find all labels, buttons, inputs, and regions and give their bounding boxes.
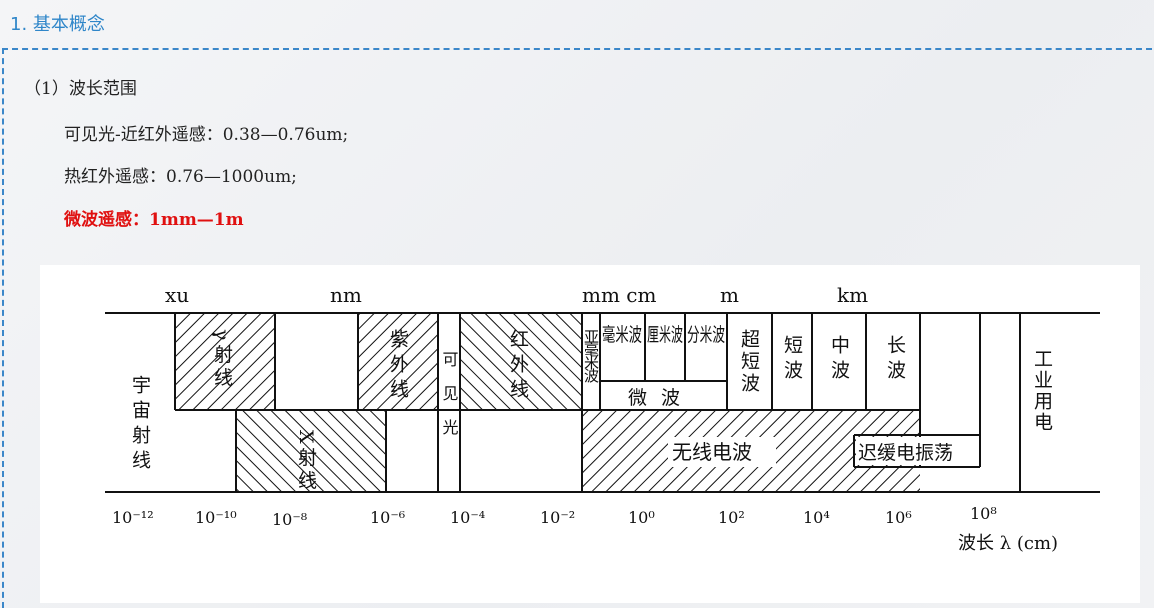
- tick-label: 10⁸: [970, 504, 997, 523]
- label-xray: X射线: [295, 430, 317, 494]
- tick-label: 10⁻⁶: [370, 508, 405, 527]
- label-power: 工业用电: [1031, 349, 1053, 433]
- unit-label-km: km: [837, 283, 868, 307]
- slow-label-bg: [856, 437, 978, 465]
- text-thermal-ir: 热红外遥感：0.76—1000um;: [64, 167, 297, 187]
- label-ir: 红外线: [507, 329, 529, 404]
- tick-label: 10⁻²: [540, 508, 575, 527]
- label-submm: 亚毫米波: [582, 329, 600, 383]
- label-short-wave: 短波: [781, 335, 803, 385]
- unit-label-mm-cm: mm cm: [582, 283, 656, 307]
- label-cm-wave: 厘米波: [647, 324, 683, 346]
- tick-label: 10⁰: [628, 508, 655, 527]
- label-long-wave: 长波: [884, 335, 906, 385]
- axis-caption: 波长 λ (cm): [958, 533, 1058, 554]
- label-medium-wave: 中波: [828, 335, 850, 385]
- radio-label-bg: [668, 437, 776, 467]
- tick-label: 10⁶: [885, 508, 912, 527]
- label-slow-oscillation: 迟缓电振荡: [858, 442, 953, 464]
- tick-label: 10²: [718, 508, 745, 527]
- tick-label: 10⁻⁴: [450, 508, 485, 527]
- text-microwave: 微波遥感：1mm—1m: [64, 210, 244, 230]
- tick-label: 10⁻¹⁰: [195, 508, 237, 527]
- unit-label-nm: nm: [330, 283, 362, 307]
- band-uv: [358, 313, 438, 410]
- label-uv: 紫外线: [387, 329, 409, 404]
- label-mm-wave: 毫米波: [602, 324, 642, 346]
- band-ir: [460, 313, 582, 410]
- section-title: 1. 基本概念: [10, 14, 105, 35]
- band-xray: [236, 410, 386, 492]
- unit-label-xu: xu: [165, 283, 189, 307]
- text-visible-nir: 可见光-近红外遥感：0.38—0.76um;: [64, 125, 349, 145]
- tick-label: 10⁻⁸: [272, 510, 307, 529]
- unit-label-m: m: [720, 283, 739, 307]
- label-cosmic-rays: 宇宙射线: [129, 375, 151, 475]
- tick-label: 10⁴: [803, 508, 830, 527]
- label-microwave: 微波: [628, 387, 694, 409]
- subtitle-wavelength-range: （1）波长范围: [24, 79, 137, 99]
- section-divider: [2, 48, 1152, 50]
- label-visible: 可见光: [440, 351, 459, 453]
- band-gamma: [175, 313, 275, 410]
- tick-label: 10⁻¹²: [112, 508, 154, 527]
- spectrum-figure: xu nm mm cm m km: [40, 265, 1140, 603]
- label-radio-waves: 无线电波: [672, 440, 752, 464]
- label-gamma-rays: γ射线: [211, 329, 233, 390]
- label-vhf: 超短波: [738, 329, 760, 395]
- label-dm-wave: 分米波: [687, 324, 725, 346]
- section-border-left: [2, 48, 4, 608]
